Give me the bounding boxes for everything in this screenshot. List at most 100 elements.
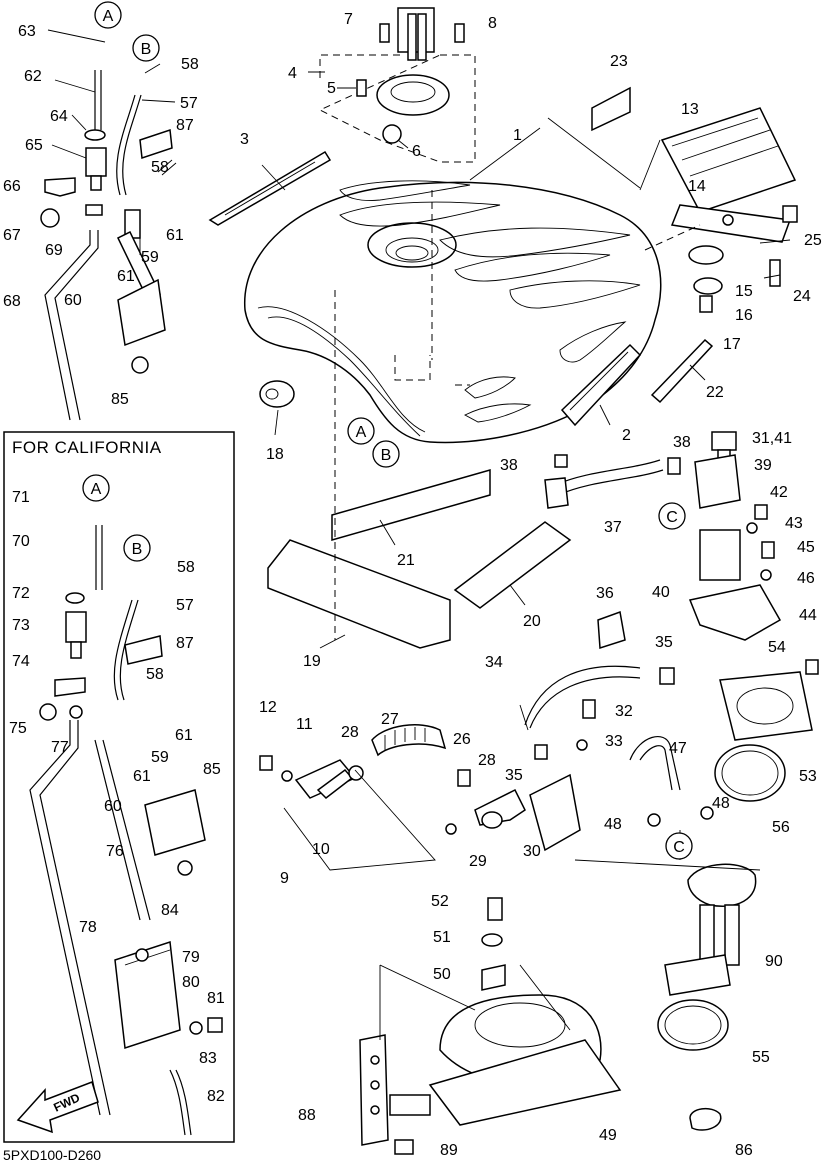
cover-group — [359, 897, 622, 1155]
callout-56: 56 — [772, 819, 790, 836]
callout-74: 74 — [12, 653, 30, 670]
damper-strip — [650, 338, 714, 404]
fuel-cock-group — [445, 665, 675, 852]
callout-58d: 58 — [146, 666, 164, 683]
callout-61d: 61 — [133, 768, 151, 785]
callout-79: 79 — [182, 949, 200, 966]
marker-A-box: A — [91, 481, 102, 498]
california-box: FOR CALIFORNIA FWD — [3, 431, 235, 1143]
callout-63: 63 — [18, 23, 36, 40]
callout-45: 45 — [797, 539, 815, 556]
callout-58a: 58 — [181, 56, 199, 73]
marker-A-tank: A — [356, 424, 367, 441]
callout-37: 37 — [604, 519, 622, 536]
callout-57b: 57 — [176, 597, 194, 614]
callout-57a: 57 — [180, 95, 198, 112]
callout-18: 18 — [266, 446, 284, 463]
callout-85b: 85 — [203, 761, 221, 778]
callout-2: 2 — [622, 427, 631, 444]
callout-82: 82 — [207, 1088, 225, 1105]
callout-1: 1 — [513, 127, 522, 144]
callout-21: 21 — [397, 552, 415, 569]
callout-66: 66 — [3, 178, 21, 195]
callout-61c: 61 — [175, 727, 193, 744]
sender-unit-group — [259, 724, 447, 871]
callout-67: 67 — [3, 227, 21, 244]
callout-14: 14 — [688, 178, 706, 195]
callout-5: 5 — [327, 80, 336, 97]
callout-58b: 58 — [151, 159, 169, 176]
callout-29: 29 — [469, 853, 487, 870]
callout-33: 33 — [605, 733, 623, 750]
callout-59a: 59 — [141, 249, 159, 266]
callout-9: 9 — [280, 870, 289, 887]
callout-55: 55 — [752, 1049, 770, 1066]
callout-64: 64 — [50, 108, 68, 125]
upper-hose-set — [40, 70, 177, 421]
callout-10: 10 — [312, 841, 330, 858]
callout-8: 8 — [488, 15, 497, 32]
hose-37-group — [544, 454, 681, 509]
callout-89: 89 — [440, 1142, 458, 1159]
callout-49: 49 — [599, 1127, 617, 1144]
pump-group — [574, 659, 819, 1131]
drawing-code: 5PXD100-D260 — [3, 1147, 101, 1163]
callout-68: 68 — [3, 293, 21, 310]
leader-lines — [47, 29, 791, 649]
callout-36: 36 — [596, 585, 614, 602]
marker-B-tank: B — [381, 447, 392, 464]
grommet — [259, 380, 295, 408]
callout-12: 12 — [259, 699, 277, 716]
part-callouts: 1 2 3 4 5 6 7 8 9 10 11 12 13 14 15 16 1… — [3, 11, 822, 1159]
callout-48b: 48 — [604, 816, 622, 833]
callout-70: 70 — [12, 533, 30, 550]
marker-A-top: A — [103, 8, 114, 25]
side-emblem — [208, 150, 332, 226]
callout-11: 11 — [296, 716, 313, 733]
callout-80: 80 — [182, 974, 200, 991]
callout-60a: 60 — [64, 292, 82, 309]
callout-27: 27 — [381, 711, 399, 728]
callout-25: 25 — [804, 232, 822, 249]
callout-48a: 48 — [712, 795, 730, 812]
callout-87b: 87 — [176, 635, 194, 652]
callout-43: 43 — [785, 515, 803, 532]
callout-32: 32 — [615, 703, 633, 720]
marker-B-box: B — [132, 541, 143, 558]
callout-6: 6 — [412, 143, 421, 160]
caution-label — [591, 86, 631, 132]
callout-61b: 61 — [117, 268, 135, 285]
valve-group — [597, 431, 782, 650]
callout-76: 76 — [106, 843, 124, 860]
callout-31-41: 31,41 — [752, 430, 792, 447]
callout-17: 17 — [723, 336, 741, 353]
callout-28b: 28 — [478, 752, 496, 769]
callout-35a: 35 — [505, 767, 523, 784]
callout-34: 34 — [485, 654, 503, 671]
callout-22: 22 — [706, 384, 724, 401]
callout-71: 71 — [12, 489, 30, 506]
callout-38a: 38 — [500, 457, 518, 474]
callout-15: 15 — [735, 283, 753, 300]
callout-19: 19 — [303, 653, 321, 670]
callout-24: 24 — [793, 288, 811, 305]
callout-90: 90 — [765, 953, 783, 970]
callout-23: 23 — [610, 53, 628, 70]
callout-38b: 38 — [673, 434, 691, 451]
callout-54: 54 — [768, 639, 786, 656]
callout-46: 46 — [797, 570, 815, 587]
callout-44: 44 — [799, 607, 817, 624]
callout-20: 20 — [523, 613, 541, 630]
callout-7: 7 — [344, 11, 353, 28]
tank-bracket — [660, 107, 798, 313]
callout-42: 42 — [770, 484, 788, 501]
callout-47: 47 — [669, 740, 687, 757]
callout-72: 72 — [12, 585, 30, 602]
callout-60b: 60 — [104, 798, 122, 815]
callout-81: 81 — [207, 990, 225, 1007]
callout-86: 86 — [735, 1142, 753, 1159]
callout-85a: 85 — [111, 391, 129, 408]
callout-69: 69 — [45, 242, 63, 259]
